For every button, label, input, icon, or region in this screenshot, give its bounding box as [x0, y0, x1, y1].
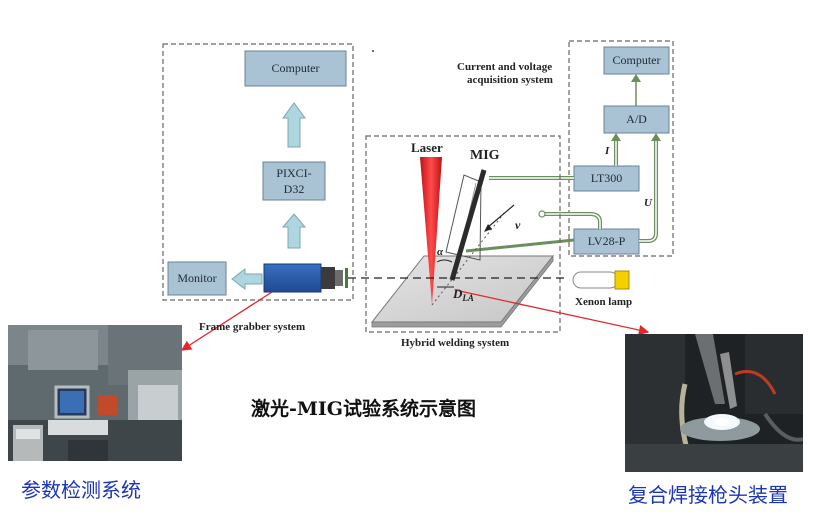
alpha-arc [436, 259, 453, 263]
torch-clamp [538, 210, 546, 218]
laser-beam [420, 157, 442, 305]
camera-filter [345, 268, 348, 288]
dla-main: D [453, 286, 463, 301]
lt300-label: LT300 [590, 171, 623, 185]
velocity-label: v [515, 218, 521, 232]
photo-parameter-detection-art [8, 325, 182, 461]
fg-d32-label: D32 [283, 182, 305, 196]
dla-sub: LA [462, 293, 474, 303]
velocity-arrowhead [484, 224, 492, 232]
pointer-to-left-photo [180, 291, 273, 351]
photo-parameter-detection [8, 325, 182, 461]
lv28p-box [573, 228, 640, 255]
welding-caption: Hybrid welding system [401, 337, 510, 349]
ad-to-computer-arrowhead [631, 74, 641, 82]
fg-pixci-label: PIXCI- [276, 166, 312, 180]
camera-body [263, 263, 322, 293]
laser-label: Laser [411, 140, 443, 155]
main-title: 激光-MIG试验系统示意图 [251, 398, 477, 420]
work-plate-edge [371, 254, 554, 328]
fg-monitor-box [167, 261, 227, 296]
acq-title-line2: acquisition system [467, 74, 553, 86]
torch-to-lv28-line [545, 212, 602, 229]
fg-computer-label: Computer [271, 61, 320, 75]
current-label-i: I [605, 145, 610, 157]
lt300-to-ad-arrowhead [611, 133, 621, 141]
xenon-lamp-cap [614, 270, 630, 290]
lt300-box [573, 165, 640, 192]
dla-label: DLA [453, 286, 474, 303]
voltage-label-u: U [644, 197, 652, 209]
lv28-to-ad-line-inner [639, 139, 657, 242]
frame-grabber-caption: Frame grabber system [199, 321, 306, 333]
torch-to-lv28-line-inner [545, 213, 601, 229]
velocity-arrow [486, 204, 515, 229]
fg-left-arrow [231, 267, 263, 291]
ad-label: A/D [626, 112, 647, 126]
plate-to-lv28-line [465, 238, 575, 253]
acq-computer-box [603, 46, 670, 75]
alpha-label: α [437, 246, 444, 258]
xenon-lamp-label: Xenon lamp [575, 296, 633, 308]
mig-label: MIG [470, 148, 500, 163]
lv28-to-ad-line [639, 139, 658, 243]
stray-dot [372, 50, 374, 52]
camera-lens [321, 267, 335, 289]
acquisition-group [568, 40, 674, 257]
fg-computer-box [244, 50, 347, 87]
lv28-to-ad-arrowhead [651, 133, 661, 141]
camera-lens-ring [335, 270, 343, 286]
photo-welding-torch-art [625, 334, 803, 472]
fg-up-arrow-2 [281, 213, 307, 249]
frame-grabber-group [162, 43, 354, 301]
photo-right-caption: 复合焊接枪头装置 [628, 483, 788, 507]
xenon-lamp-body [572, 271, 619, 289]
photo-left-caption: 参数检测系统 [21, 478, 141, 502]
pointer-to-right-photo [454, 289, 650, 336]
mig-torch [449, 169, 487, 281]
acq-title-line1: Current and voltage [457, 61, 553, 73]
fg-monitor-label: Monitor [177, 271, 217, 285]
fg-pixci-box [262, 161, 326, 201]
welding-group [365, 135, 561, 333]
photo-welding-torch [625, 334, 803, 472]
lv28p-label: LV28-P [587, 234, 626, 248]
acq-computer-label: Computer [612, 53, 661, 67]
fg-up-arrow-1 [282, 102, 306, 148]
